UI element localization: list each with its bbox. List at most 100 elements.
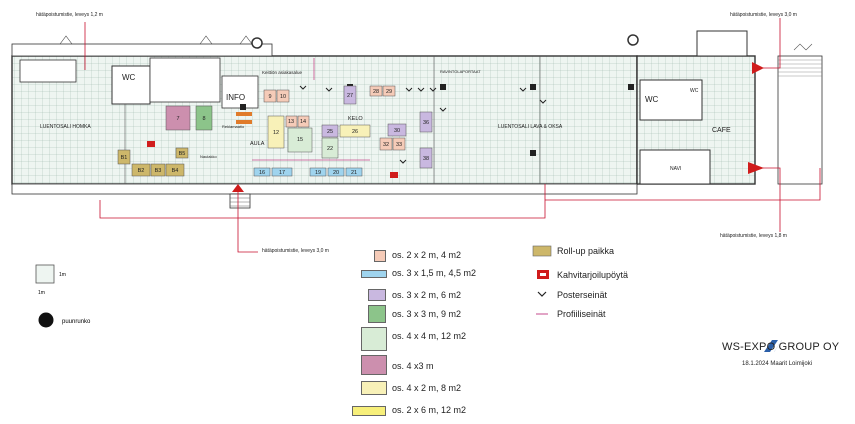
rollup-info: [236, 112, 252, 116]
booth-B5: [175, 147, 189, 159]
booth-38-label: 38: [423, 156, 429, 162]
legend-poster-label: Posterseinät: [557, 290, 608, 300]
booth-10: [276, 89, 290, 103]
booth-13-label: 13: [288, 119, 294, 125]
booth-38: [419, 147, 433, 169]
booth-19: [309, 167, 327, 177]
booth-32: [379, 137, 393, 151]
grid-key-unit-side: 1m: [59, 272, 66, 278]
booth-32-label: 32: [383, 142, 389, 148]
pillar-key-icon: [38, 312, 54, 328]
company-name: WS-EXPO GROUP OY: [722, 341, 840, 353]
booth-21: [345, 167, 363, 177]
booth-26-label: 26: [352, 129, 358, 135]
wc1-label: WC: [122, 73, 136, 82]
pillar-top-2: [627, 34, 639, 46]
coffee-table-icon: [537, 270, 549, 279]
legend-rollup-label: Roll-up paikka: [557, 246, 615, 256]
exit-note-bottom-right: hätäpoistumistie, leveys 1,8 m: [720, 233, 787, 239]
bottom-stairs: [229, 193, 251, 209]
right-annex: [696, 30, 748, 57]
info-label: INFO: [226, 93, 245, 102]
kitchen-block: [149, 57, 221, 103]
pillar-key-label: puunrunko: [62, 319, 91, 325]
wc2-label: WC: [645, 95, 659, 104]
hall-right-label: LUENTOSALI LAVA & OKSA: [498, 124, 563, 130]
wc3-label: WC: [690, 88, 699, 94]
booth-9: [263, 89, 277, 103]
booth-33: [392, 137, 406, 151]
booth-20: [327, 167, 345, 177]
profile-walls: [252, 58, 370, 161]
grid-key: [35, 264, 55, 284]
coffee-table-2: [390, 172, 398, 178]
booth-B1-label: B1: [121, 155, 128, 161]
legend-label-3: os. 3 x 2 m, 6 m2: [392, 290, 462, 300]
booth-16: [253, 167, 271, 177]
booth-29-label: 29: [386, 89, 392, 95]
booth-8-label: 8: [202, 116, 205, 122]
booth-33-label: 33: [396, 142, 402, 148]
legend-swatch-7: [361, 381, 387, 395]
booth-12: [267, 115, 285, 149]
legend-swatch-2: [361, 270, 387, 278]
rollup-info-2: [236, 120, 252, 124]
booth-25: [321, 124, 339, 138]
aula-label: AULA: [250, 141, 265, 147]
booths: [117, 85, 433, 178]
booth-27-label: 27: [347, 93, 353, 99]
rollup-swatch: [532, 245, 552, 257]
navi-label: NAVI: [670, 166, 681, 172]
legend-swatch-5: [361, 327, 387, 351]
reklama-label: Reklamaatio: [222, 124, 245, 129]
booth-16-label: 16: [259, 170, 265, 176]
cafe-label: CAFE: [712, 127, 731, 134]
top-balcony: [11, 43, 273, 57]
company-logo-mark: [764, 340, 782, 352]
booth-9-label: 9: [268, 94, 271, 100]
kelo-label: KELO: [348, 116, 363, 122]
booth-29: [382, 85, 396, 97]
exit-note-bottom-center: hätäpoistumistie, leveys 3,0 m: [262, 248, 329, 254]
booth-14-label: 14: [300, 119, 306, 125]
booth-30: [387, 123, 407, 137]
grid-key-unit-bottom: 1m: [38, 290, 45, 296]
booth-10-label: 10: [280, 94, 286, 100]
booth-B2: [131, 163, 151, 177]
exit-arrows: [232, 62, 764, 192]
booth-B3-label: B3: [155, 168, 162, 174]
booth-17: [271, 167, 293, 177]
booth-B2-label: B2: [138, 168, 145, 174]
hall-left-label: LUENTOSALI HOMKA: [40, 124, 91, 130]
ravintola-label: RAVINTOLAPORTAAT: [440, 69, 481, 74]
booth-12-label: 12: [273, 130, 279, 136]
legend-swatch-3: [368, 289, 386, 301]
booth-36-label: 36: [423, 120, 429, 126]
booth-22-label: 22: [327, 146, 333, 152]
booth-B4-label: B4: [172, 168, 179, 174]
exit-routes: [84, 18, 821, 253]
booth-7: [165, 105, 191, 131]
booth-19-label: 19: [315, 170, 321, 176]
wc-block-left: [111, 65, 151, 105]
legend-label-1: os. 2 x 2 m, 4 m2: [392, 250, 462, 260]
booth-20-label: 20: [333, 170, 339, 176]
booth-14: [297, 115, 310, 128]
naulakko-label: Naulakko: [200, 154, 217, 159]
booth-17-label: 17: [279, 170, 285, 176]
legend-swatch-6: [361, 355, 387, 375]
far-right-stairs: [777, 55, 823, 185]
booth-36: [419, 111, 433, 133]
booth-labels: 7 8 9 10 12 13 14 15 16 17 19 20 21 22 2…: [121, 89, 429, 176]
booth-7-label: 7: [176, 116, 179, 122]
keittio-label: Keittiön asiakasalue: [262, 70, 303, 75]
booth-21-label: 21: [351, 170, 357, 176]
date-author: 18.1.2024 Maarit Loimijoki: [742, 361, 813, 367]
booth-30-label: 30: [394, 128, 400, 134]
booth-B3: [150, 163, 166, 177]
exit-note-top-left: hätäpoistumistie, leveys 1,2 m: [36, 12, 103, 18]
booth-27: [343, 85, 357, 105]
booth-25-label: 25: [327, 129, 333, 135]
booth-22: [321, 137, 339, 159]
